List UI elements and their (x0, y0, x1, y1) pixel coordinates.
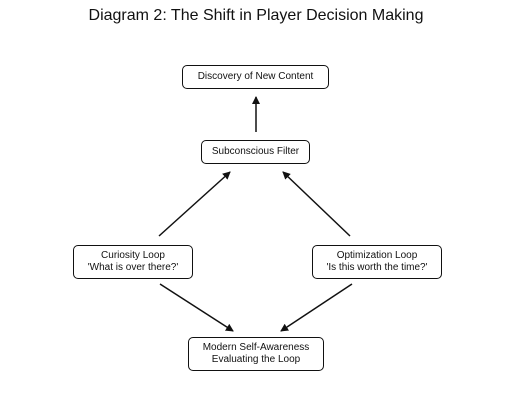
node-sublabel: Evaluating the Loop (211, 354, 301, 365)
node-label: Curiosity Loop (101, 250, 165, 261)
edge-optimization-to-awareness (280, 283, 353, 332)
node-curiosity-loop: Curiosity Loop 'What is over there?' (73, 245, 193, 279)
node-modern-self-awareness: Modern Self-Awareness Evaluating the Loo… (188, 337, 324, 371)
node-label: Discovery of New Content (197, 71, 314, 82)
node-sublabel: 'Is this worth the time?' (326, 262, 428, 273)
edge-curiosity-to-awareness (159, 283, 234, 332)
node-subconscious-filter: Subconscious Filter (201, 140, 310, 164)
node-label: Modern Self-Awareness (202, 342, 310, 353)
node-optimization-loop: Optimization Loop 'Is this worth the tim… (312, 245, 442, 279)
edge-optimization-to-filter (282, 171, 351, 237)
edge-curiosity-to-filter (158, 171, 231, 237)
node-label: Optimization Loop (336, 250, 418, 261)
diagram-title: Diagram 2: The Shift in Player Decision … (88, 7, 424, 24)
node-label: Subconscious Filter (211, 146, 300, 157)
node-sublabel: 'What is over there?' (87, 262, 179, 273)
node-discovery-of-new-content: Discovery of New Content (182, 65, 329, 89)
